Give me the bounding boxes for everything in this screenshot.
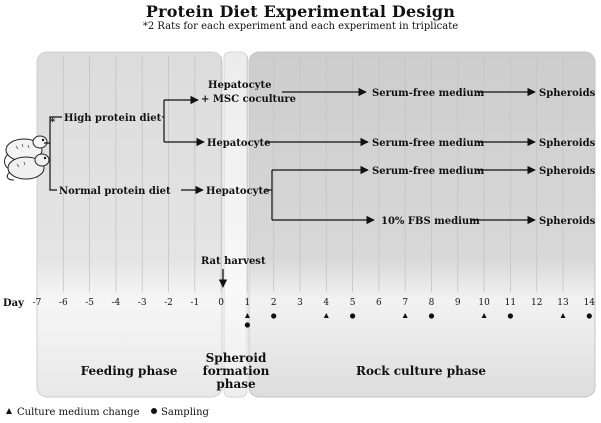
sampling-marker xyxy=(586,313,592,319)
spheroids-label-3: Spheroids xyxy=(539,166,596,177)
medium-change-marker xyxy=(402,313,408,318)
medium-change-marker xyxy=(323,313,329,318)
day-tick-label: 7 xyxy=(402,298,408,308)
normal-protein-label: Normal protein diet xyxy=(59,186,171,197)
day-tick-label: 3 xyxy=(297,298,303,308)
day-axis-label: Day xyxy=(3,298,25,309)
fbs-medium-label: 10% FBS medium xyxy=(381,216,480,227)
medium-change-marker xyxy=(560,313,566,318)
feeding-phase-label: Feeding phase xyxy=(81,364,178,378)
day-tick-label: -6 xyxy=(59,298,68,308)
rock-phase-panel xyxy=(248,51,596,398)
spheroids-label-2: Spheroids xyxy=(539,138,596,149)
day-tick-label: 0 xyxy=(218,298,224,308)
day-tick-label: 4 xyxy=(323,298,329,308)
serum-free-label-2: Serum-free medium xyxy=(372,138,485,149)
feeding-phase-panel xyxy=(36,51,223,398)
serum-free-label-3: Serum-free medium xyxy=(372,166,485,177)
spheroid-phase-label-3: phase xyxy=(216,377,256,391)
day-tick-label: 5 xyxy=(350,298,356,308)
sampling-marker xyxy=(271,313,277,319)
flow-connectors xyxy=(44,87,536,288)
coculture-label-2: + MSC coculture xyxy=(201,94,296,105)
day-tick-label: 14 xyxy=(584,298,596,308)
sampling-marker xyxy=(350,313,356,319)
day-gridlines xyxy=(62,56,564,292)
day-tick-label: -1 xyxy=(190,298,199,308)
high-protein-label: High protein diet xyxy=(64,113,162,124)
day-tick-label: -3 xyxy=(138,298,147,308)
day-tick-label: -4 xyxy=(112,298,121,308)
day-tick-label: -5 xyxy=(85,298,94,308)
day-tick-label: 9 xyxy=(455,298,461,308)
day-tick-label: 2 xyxy=(271,298,277,308)
serum-free-label-1: Serum-free medium xyxy=(372,88,485,99)
day-tick-label: -2 xyxy=(164,298,173,308)
day-tick-label: 13 xyxy=(557,298,569,308)
diagram-subtitle: *2 Rats for each experiment and each exp… xyxy=(142,21,459,32)
hepatocyte-label-a: Hepatocyte xyxy=(207,138,270,149)
sampling-marker xyxy=(244,322,250,328)
spheroid-phase-label-1: Spheroid xyxy=(206,351,267,365)
day-tick-label: 11 xyxy=(505,298,516,308)
asterisk-mark: * xyxy=(50,117,56,128)
rat-icon xyxy=(4,135,50,181)
timeline-markers xyxy=(244,313,592,328)
dot-icon xyxy=(151,408,157,414)
legend-sampling: Sampling xyxy=(161,407,210,418)
sampling-marker xyxy=(507,313,513,319)
medium-change-marker xyxy=(244,313,250,318)
day-tick-label: 6 xyxy=(376,298,382,308)
coculture-label-1: Hepatocyte xyxy=(208,80,271,91)
diagram-title: Protein Diet Experimental Design xyxy=(145,2,456,21)
hepatocyte-label-b: Hepatocyte xyxy=(206,186,269,197)
day-tick-label: 10 xyxy=(478,298,490,308)
day-tick-label: 12 xyxy=(531,298,542,308)
rat-harvest-label: Rat harvest xyxy=(201,256,266,267)
sampling-marker xyxy=(428,313,435,319)
legend-medium-change: Culture medium change xyxy=(17,407,140,418)
triangle-icon xyxy=(6,408,12,414)
spheroids-label-4: Spheroids xyxy=(539,216,596,227)
medium-change-marker xyxy=(481,313,487,318)
rock-phase-label: Rock culture phase xyxy=(356,364,486,378)
day-tick-label: -7 xyxy=(33,298,42,308)
spheroid-phase-label-2: formation xyxy=(203,364,270,378)
day-tick-label: 1 xyxy=(245,298,251,308)
day-tick-label: 8 xyxy=(429,298,435,308)
spheroids-label-1: Spheroids xyxy=(539,88,596,99)
